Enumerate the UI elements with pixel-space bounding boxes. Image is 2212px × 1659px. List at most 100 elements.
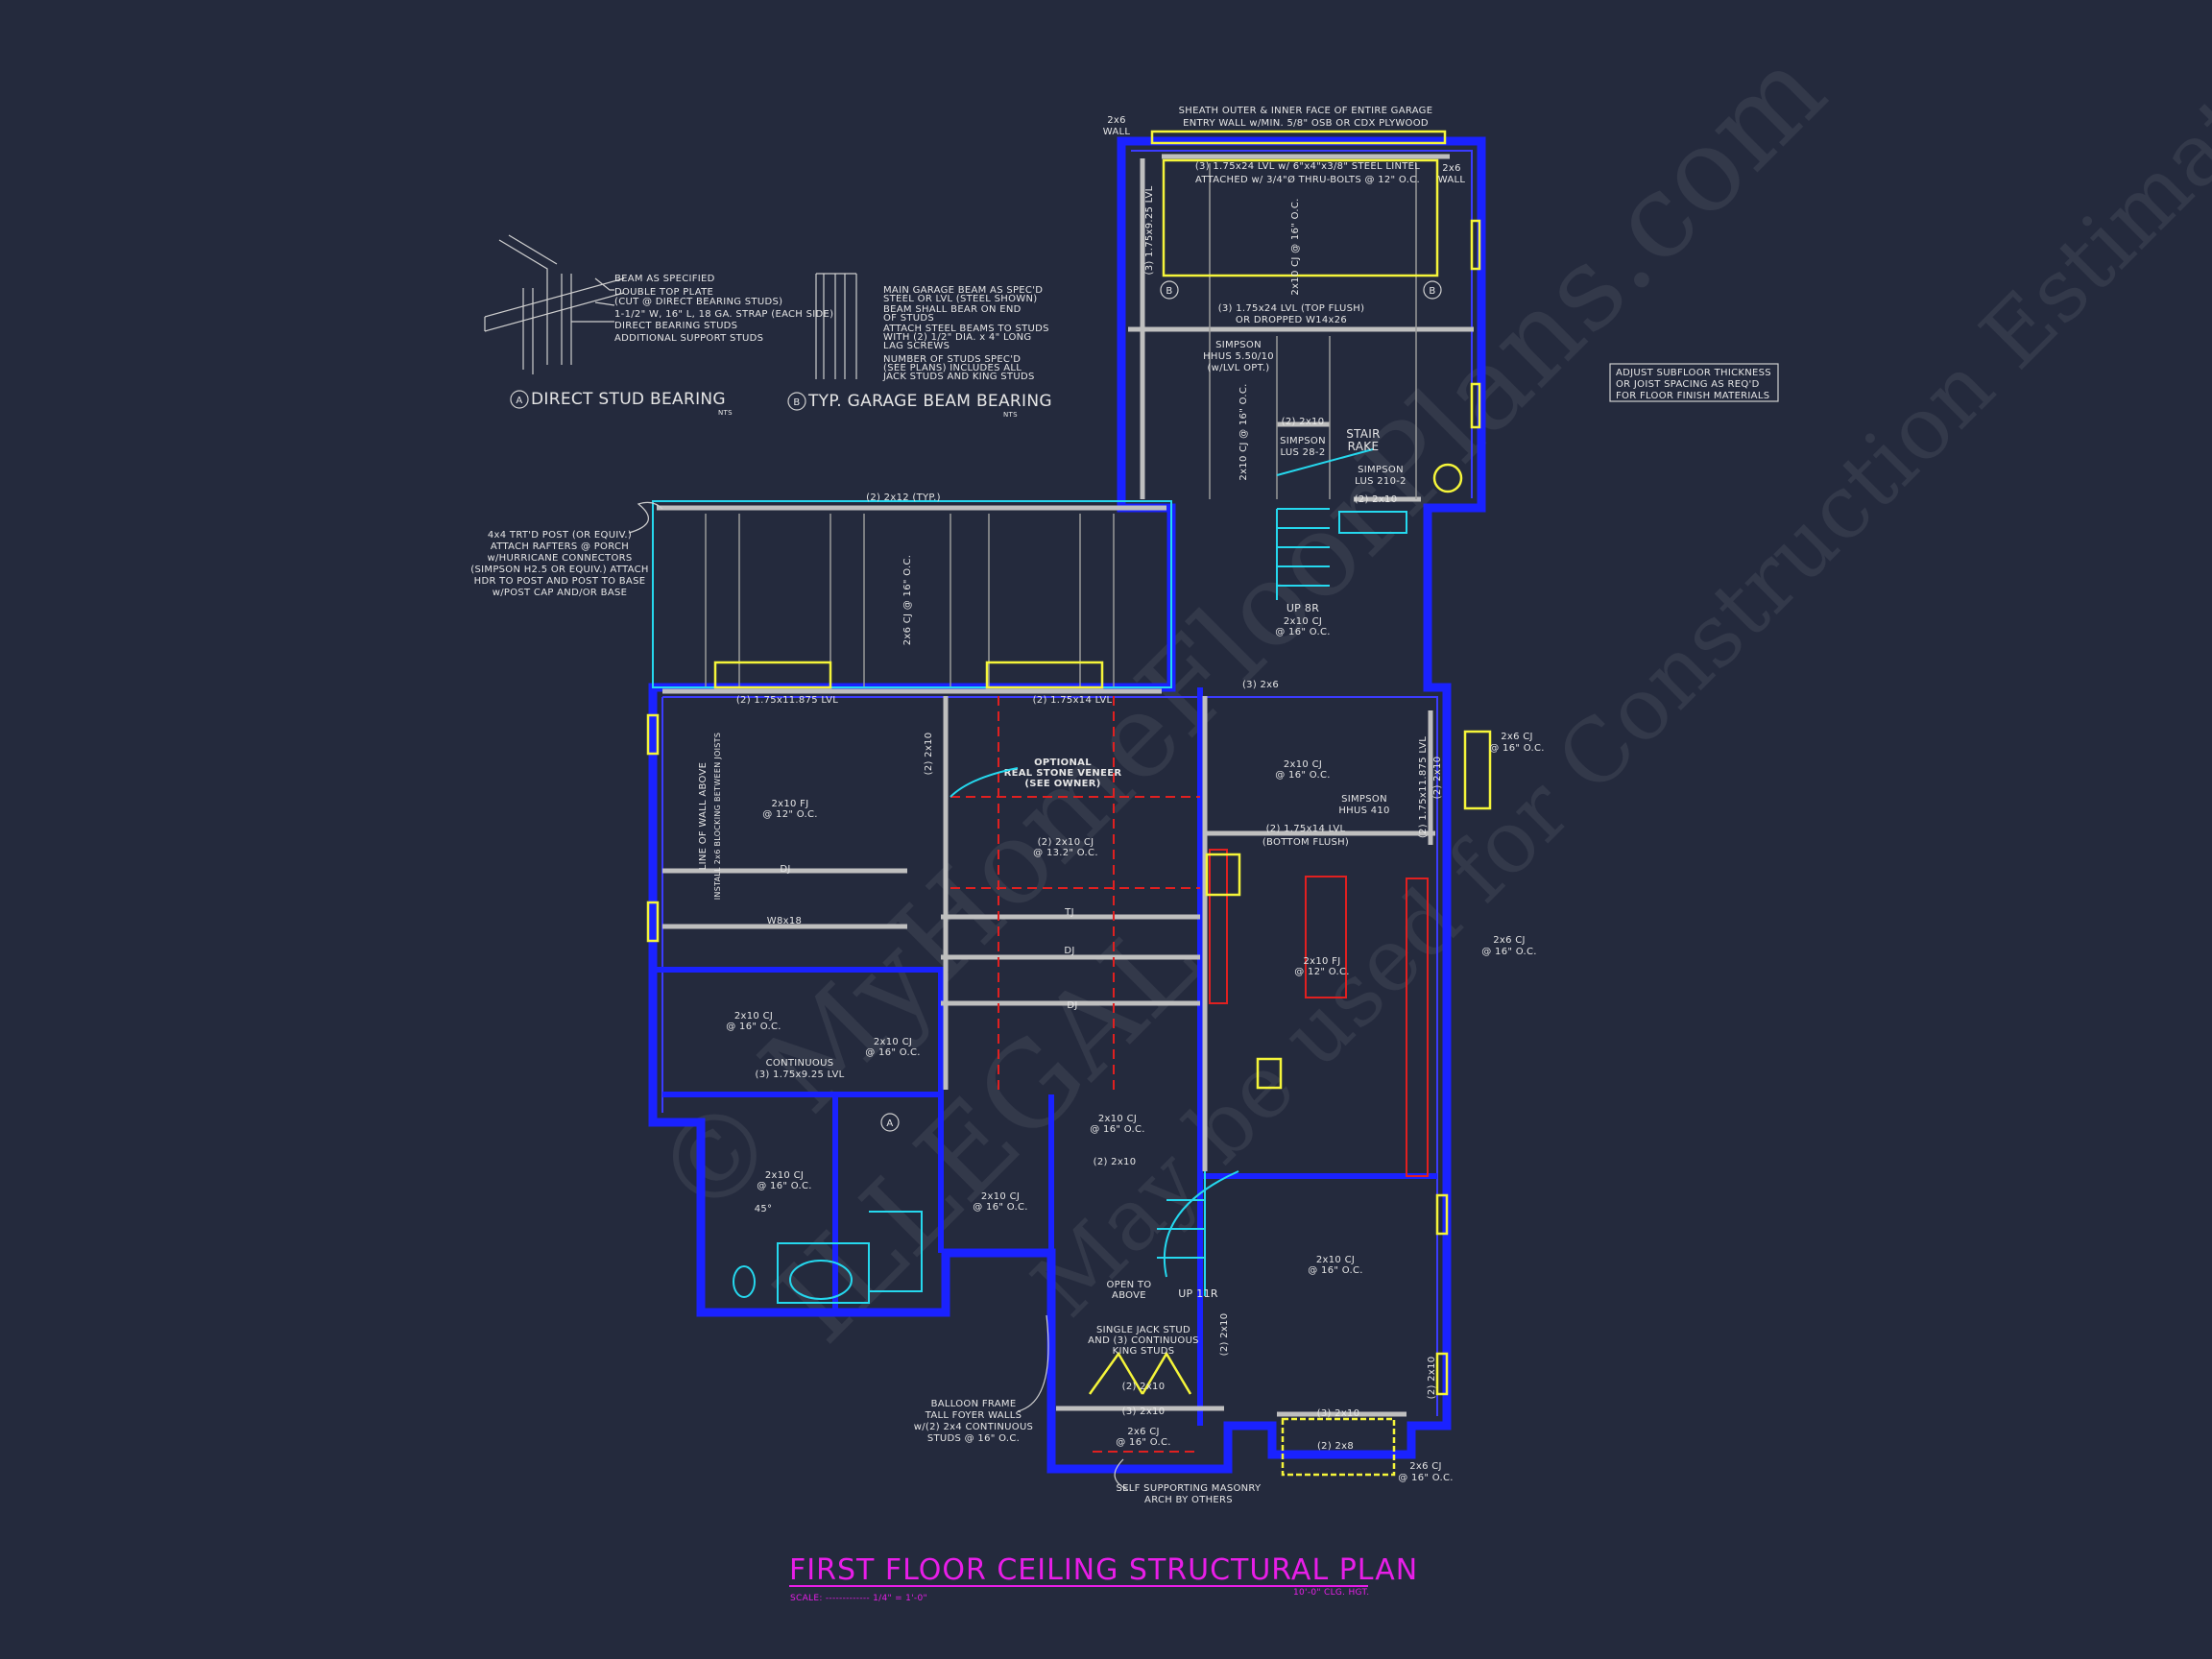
annotation-label: ADDITIONAL SUPPORT STUDS [614, 333, 763, 344]
annotation-label: NUMBER OF STUDS SPEC'D [883, 354, 1021, 365]
annotation-label: @ 16" O.C. [1275, 627, 1331, 637]
annotation-label: @ 16" O.C. [1489, 743, 1545, 754]
annotation-label: (2) 2x12 (TYP.) [866, 493, 941, 503]
annotation-label: ATTACHED w/ 3/4"Ø THRU-BOLTS @ 12" O.C. [1195, 174, 1420, 185]
annotation-label: TYP. GARAGE BEAM BEARING [807, 392, 1052, 411]
annotation-label: 4x4 TRT'D POST (OR EQUIV.) [488, 530, 632, 541]
annotation-label: A [516, 396, 522, 406]
annotation-label: LINE OF WALL ABOVE [698, 762, 709, 871]
annotation-label: JACK STUDS AND KING STUDS [882, 372, 1035, 382]
annotation-label: SIMPSON [1341, 794, 1387, 805]
annotation-label: HHUS 5.50/10 [1203, 351, 1274, 362]
annotation-label: SIMPSON [1280, 436, 1326, 446]
annotation-label: OPEN TO [1107, 1280, 1152, 1290]
annotation-label: 2x10 CJ [1098, 1114, 1137, 1124]
annotation-label: AND (3) CONTINUOUS [1088, 1335, 1199, 1346]
joists [705, 163, 1417, 686]
annotation-label: B [793, 397, 800, 408]
annotation-label: DIRECT STUD BEARING [531, 390, 726, 409]
annotation-label: WALL [1438, 175, 1466, 185]
annotation-label: WALL [1103, 127, 1131, 137]
annotation-label: TALL FOYER WALLS [925, 1410, 1022, 1421]
annotation-label: (3) 1.75x9.25 LVL [756, 1070, 845, 1080]
annotation-label: MAIN GARAGE BEAM AS SPEC'D [883, 285, 1043, 296]
porch-outline [652, 500, 1172, 688]
annotation-label: 2x6 CJ [1501, 732, 1533, 742]
annotation-label: KING STUDS [1113, 1346, 1175, 1357]
annotation-label: SIMPSON [1215, 340, 1262, 350]
annotation-label: (2) 1.75x14 LVL [1033, 695, 1113, 706]
annotation-label: OR JOIST SPACING AS REQ'D [1616, 379, 1760, 390]
annotation-label: 2x10 CJ [1316, 1255, 1355, 1265]
annotation-label: 2x10 CJ [981, 1191, 1020, 1202]
annotation-label: (3) 1.75x24 LVL (TOP FLUSH) [1218, 303, 1365, 314]
annotation-label: (2) 2x10 CJ [1038, 837, 1094, 848]
annotation-label: @ 16" O.C. [726, 1022, 781, 1032]
annotation-label: ENTRY WALL w/MIN. 5/8" OSB OR CDX PLYWOO… [1183, 118, 1429, 129]
annotation-label: @ 12" O.C. [762, 809, 818, 820]
annotation-label: BEAM SHALL BEAR ON END [883, 304, 1022, 315]
annotation-label: (2) 1.75x11.875 LVL [736, 695, 838, 706]
annotation-label: (2) 2x10 [1219, 1313, 1230, 1357]
annotation-label: LUS 28-2 [1280, 447, 1325, 458]
annotation-label: B [1429, 286, 1435, 297]
annotation-label: (2) 2x8 [1317, 1441, 1354, 1452]
annotation-label: DJ [1064, 946, 1074, 956]
annotation-label: 2x6 CJ [1493, 935, 1526, 946]
annotation-label: (2) 2x10 [1427, 1357, 1437, 1400]
annotation-label: BALLOON FRAME [931, 1399, 1017, 1409]
detail-b-garage-beam-bearing: MAIN GARAGE BEAM AS SPEC'D STEEL OR LVL … [787, 273, 1052, 419]
annotation-label: (w/LVL OPT.) [1207, 363, 1269, 373]
annotation-label: UP 8R [1286, 602, 1319, 614]
annotation-label: 2x6 [1107, 115, 1126, 126]
annotation-label: 2x10 CJ [765, 1170, 804, 1181]
annotation-label: (2) 2x10 [1355, 494, 1398, 505]
annotation-label: NTS [1003, 411, 1018, 419]
annotation-label: @ 16" O.C. [1398, 1473, 1454, 1483]
annotation-label: STUDS @ 16" O.C. [927, 1433, 1020, 1444]
annotation-label: SINGLE JACK STUD [1096, 1325, 1190, 1335]
annotation-label: (3) 2x10 [1317, 1408, 1360, 1419]
annotation-label: ATTACH STEEL BEAMS TO STUDS [883, 324, 1049, 334]
title-block: FIRST FLOOR CEILING STRUCTURAL PLAN SCAL… [789, 1553, 1417, 1603]
openings [646, 130, 1492, 1477]
annotation-label: 2x10 CJ [734, 1011, 773, 1022]
annotation-label: CONTINUOUS [766, 1058, 834, 1069]
annotation-label: @ 16" O.C. [1275, 770, 1331, 781]
annotation-label: @ 16" O.C. [973, 1202, 1028, 1213]
annotation-label: 2x6 CJ [1127, 1427, 1160, 1437]
annotation-label: (CUT @ DIRECT BEARING STUDS) [614, 297, 782, 307]
annotation-label: (BOTTOM FLUSH) [1262, 837, 1349, 848]
annotation-label: 2x10 CJ [1284, 616, 1322, 627]
annotation-label: (3) 2x6 [1242, 680, 1279, 690]
annotation-label: (2) 2x10 [1282, 417, 1325, 427]
annotation-label: (3) 1.75x24 LVL w/ 6"x4"x3/8" STEEL LINT… [1195, 161, 1420, 172]
annotation-label: (2) 2x10 [1094, 1157, 1137, 1167]
annotation-label: OPTIONAL [1034, 757, 1092, 768]
annotation-label: @ 16" O.C. [865, 1047, 921, 1058]
section-markers: B B A [880, 280, 1442, 1132]
annotation-label: HHUS 410 [1338, 805, 1389, 816]
annotation-label: FOR FLOOR FINISH MATERIALS [1616, 391, 1769, 401]
annotation-label: 45° [755, 1204, 773, 1214]
beams [657, 154, 1474, 1417]
annotation-label: SIMPSON [1358, 465, 1404, 475]
annotation-label: (2) 1.75x14 LVL [1266, 824, 1346, 834]
annotation-label: REAL STONE VENEER [1004, 768, 1122, 779]
annotation-label: 2x6 [1442, 163, 1461, 174]
annotation-label: 2x6 CJ @ 16" O.C. [902, 555, 913, 646]
subfloor-note-box [1609, 363, 1779, 402]
annotation-label: 2x10 FJ [772, 799, 809, 809]
annotation-label: ATTACH RAFTERS @ PORCH [491, 541, 629, 552]
annotation-label: SHEATH OUTER & INNER FACE OF ENTIRE GARA… [1179, 106, 1433, 116]
annotation-label: ADJUST SUBFLOOR THICKNESS [1616, 368, 1771, 378]
annotation-label: 2x10 CJ @ 16" O.C. [1290, 198, 1301, 295]
annotation-label: A [886, 1118, 893, 1129]
annotation-label: ARCH BY OTHERS [1144, 1495, 1233, 1505]
annotation-label: DJ [1067, 1000, 1077, 1011]
dropped-beams [950, 696, 1429, 1453]
stairs-and-fixtures [733, 448, 1463, 1304]
annotation-label: (SIMPSON H2.5 OR EQUIV.) ATTACH [470, 565, 648, 575]
annotation-label: 2x6 CJ [1409, 1461, 1442, 1472]
